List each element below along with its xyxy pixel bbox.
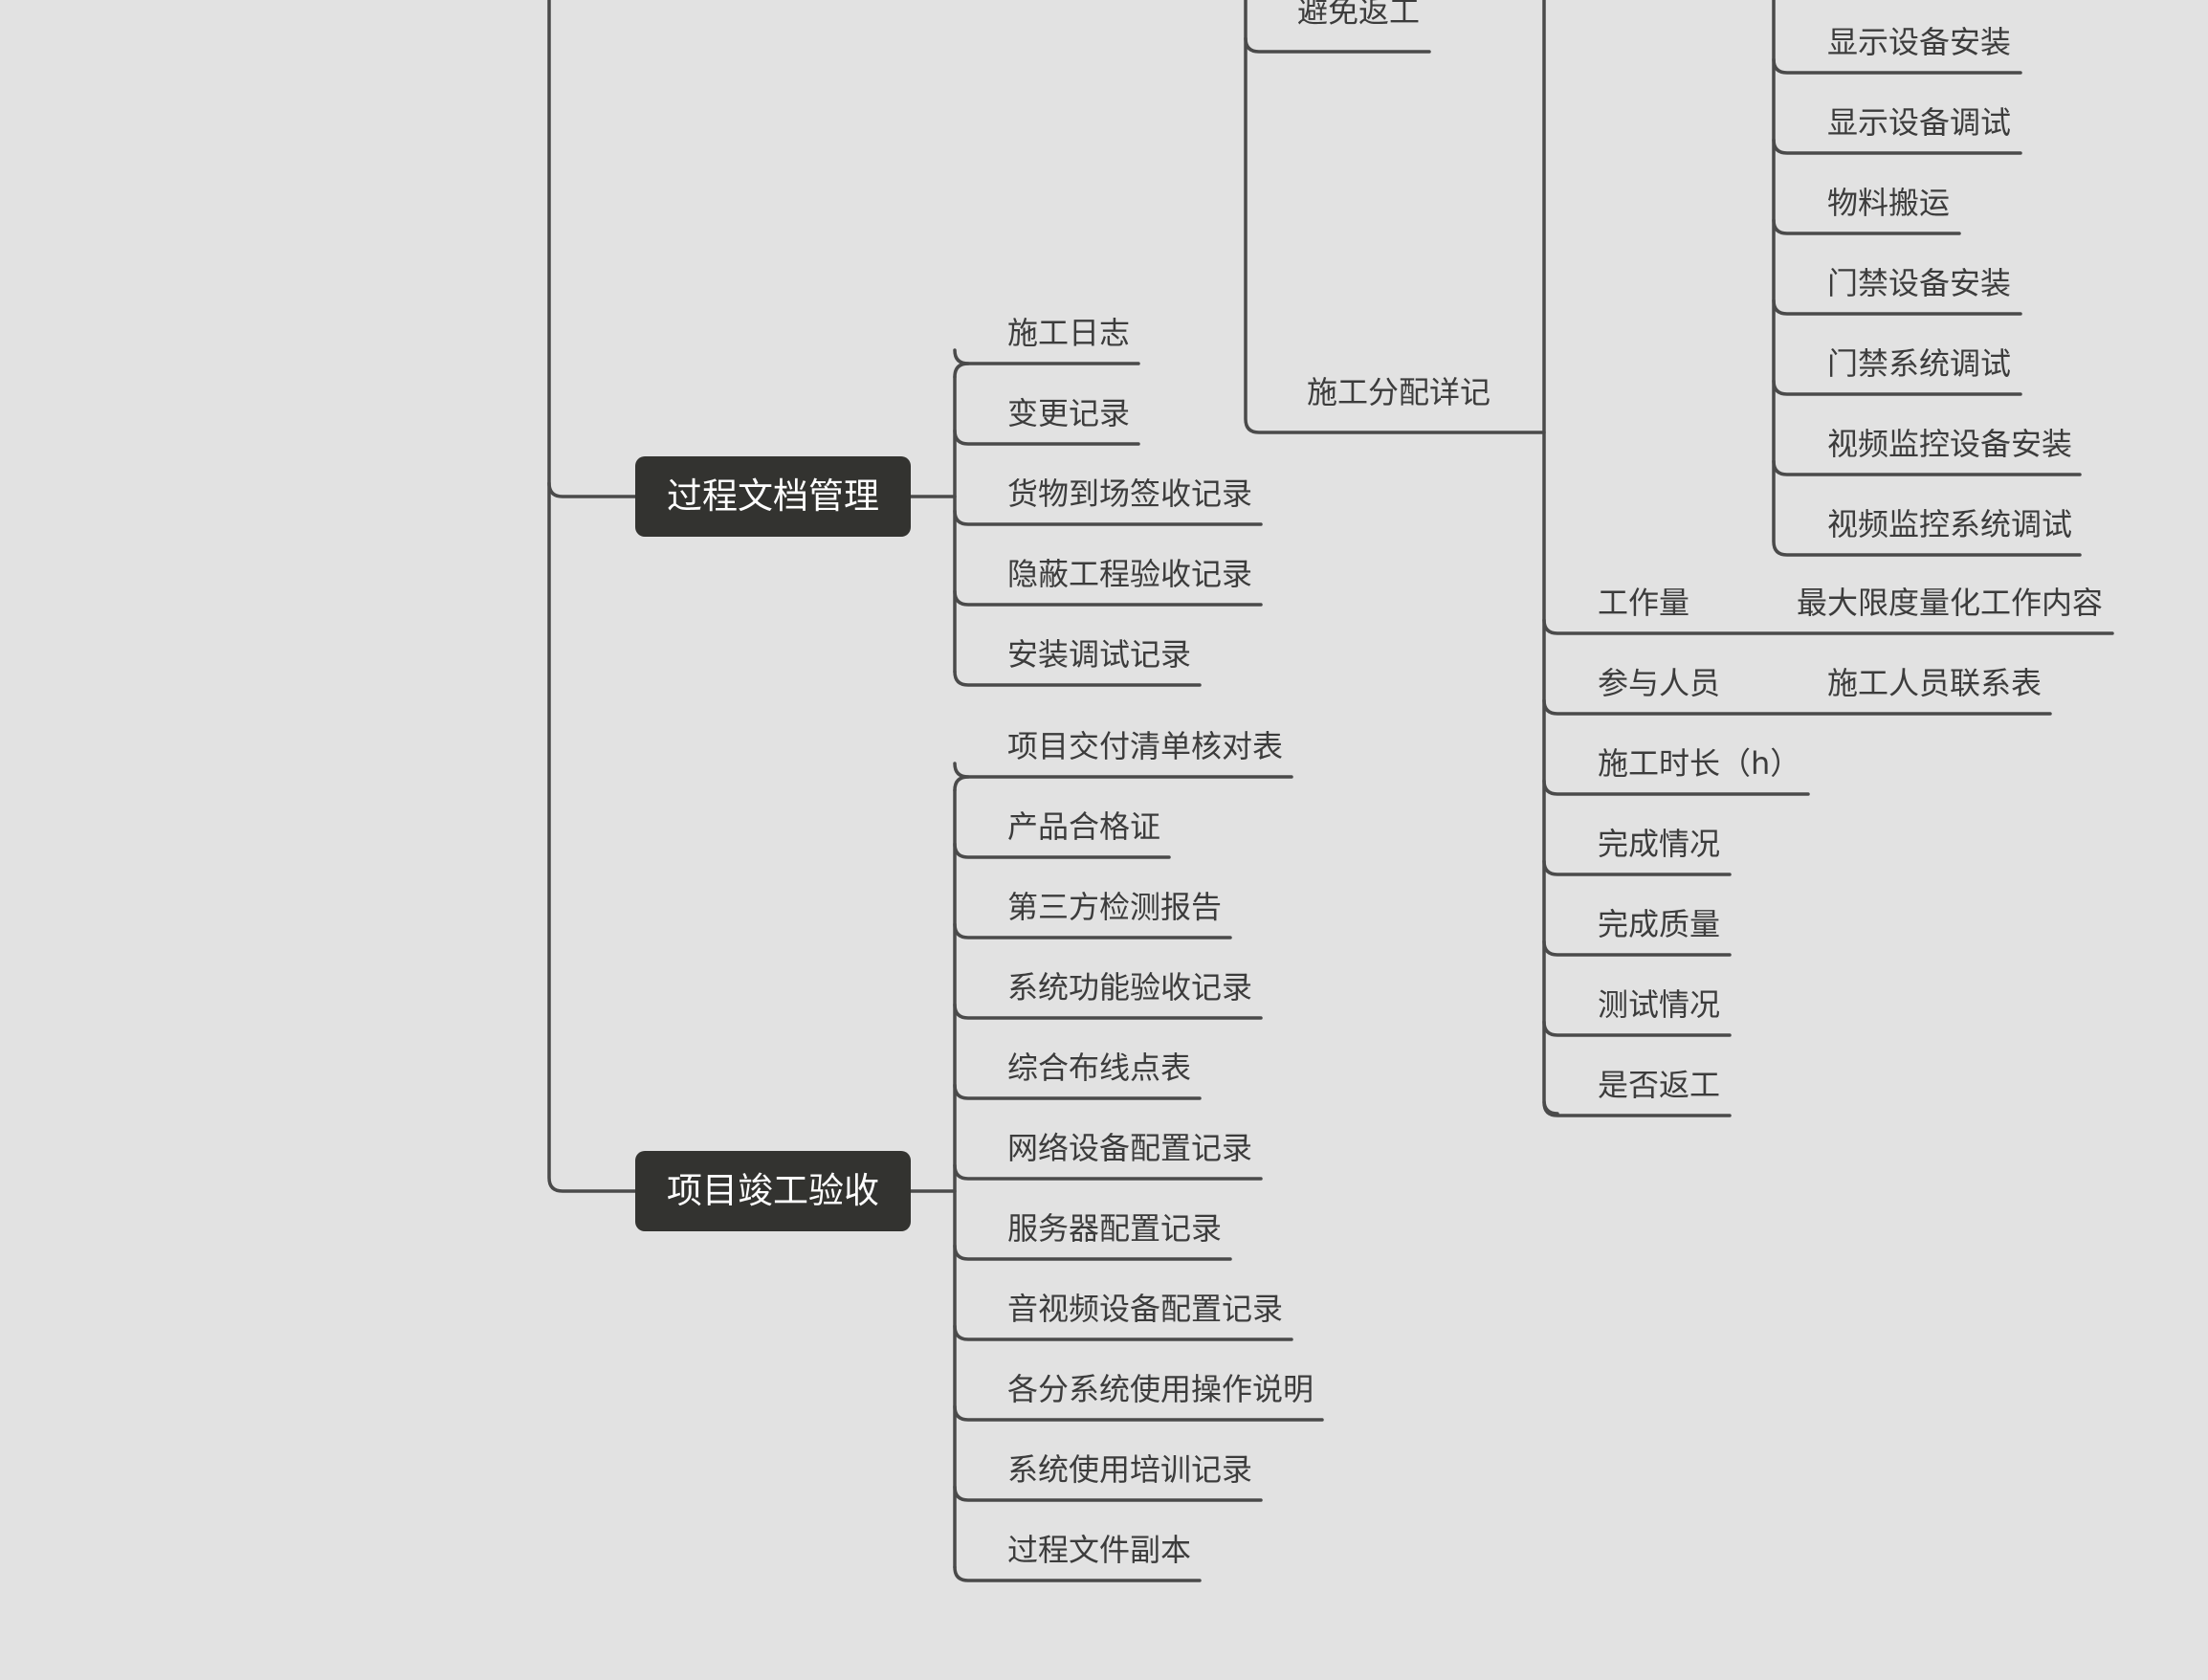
connector-line <box>1772 138 2022 155</box>
allocation-line <box>1244 36 1546 434</box>
task-item[interactable]: 门禁系统调试 <box>1827 345 2012 382</box>
task-item[interactable]: 视频监控系统调试 <box>1827 506 2073 542</box>
allocation-field[interactable]: 测试情况 <box>1598 986 1721 1023</box>
completion-item[interactable]: 音视频设备配置记录 <box>1007 1291 1284 1327</box>
completion-item[interactable]: 第三方检测报告 <box>1007 889 1223 925</box>
completion-spine-cap <box>953 775 970 792</box>
connector-line <box>953 1083 1202 1100</box>
connector-line <box>1772 379 2022 396</box>
task-item[interactable]: 物料搬运 <box>1827 185 1951 221</box>
connector-line <box>953 589 1263 607</box>
connector-line <box>1542 618 2114 635</box>
connector-line <box>1772 540 2082 557</box>
connector-line <box>953 1324 1293 1341</box>
completion-item[interactable]: 项目交付清单核对表 <box>1007 728 1284 764</box>
allocation-field[interactable]: 施工时长（h） <box>1598 745 1801 782</box>
docs-spine-cap <box>953 362 970 379</box>
connector-line <box>953 1485 1263 1502</box>
completion-item[interactable]: 综合布线点表 <box>1007 1050 1192 1086</box>
connector-line <box>1542 1020 1732 1037</box>
main-spine-lower <box>547 481 637 1193</box>
connector-line <box>953 1003 1263 1020</box>
avoid-rework-node[interactable]: 避免返工 <box>1297 0 1421 30</box>
connector-line <box>953 348 1140 365</box>
connector-line <box>1772 459 2082 476</box>
main-spine <box>547 0 637 498</box>
topic-process-docs[interactable]: 过程文档管理 <box>635 456 911 537</box>
process-doc-item[interactable]: 隐蔽工程验收记录 <box>1007 556 1253 592</box>
completion-item[interactable]: 网络设备配置记录 <box>1007 1130 1253 1166</box>
process-doc-item[interactable]: 安装调试记录 <box>1007 636 1192 673</box>
connector-line <box>1542 859 1732 876</box>
allocation-field[interactable]: 参与人员 <box>1598 665 1721 701</box>
connector-line <box>953 1163 1263 1181</box>
connector-line <box>953 762 1293 779</box>
connector-line <box>1542 779 1810 796</box>
connector-line <box>1772 57 2022 75</box>
connector-line <box>953 1565 1202 1582</box>
task-item[interactable]: 门禁设备安装 <box>1827 265 2012 301</box>
task-item[interactable]: 显示设备安装 <box>1827 24 2012 60</box>
process-doc-item[interactable]: 施工日志 <box>1007 315 1131 351</box>
connector-line <box>953 509 1263 526</box>
completion-item[interactable]: 服务器配置记录 <box>1007 1210 1223 1247</box>
allocation-field[interactable]: 是否返工 <box>1598 1067 1721 1103</box>
process-doc-item[interactable]: 货物到场签收记录 <box>1007 475 1253 512</box>
connector-line <box>953 670 1202 687</box>
allocation-field-detail[interactable]: 最大限度量化工作内容 <box>1797 585 2104 621</box>
connector-line <box>953 842 1171 859</box>
connector-line <box>953 1244 1232 1261</box>
completion-item[interactable]: 各分系统使用操作说明 <box>1007 1371 1314 1407</box>
completion-item[interactable]: 系统功能验收记录 <box>1007 969 1253 1006</box>
completion-item[interactable]: 产品合格证 <box>1007 808 1161 845</box>
allocation-field-detail[interactable]: 施工人员联系表 <box>1827 665 2042 701</box>
connector-line <box>1542 1100 1732 1117</box>
connector-line <box>1542 698 2052 716</box>
allocation-field[interactable]: 完成情况 <box>1598 826 1721 862</box>
allocation-field[interactable]: 完成质量 <box>1598 906 1721 942</box>
connector-line <box>953 1404 1324 1422</box>
allocation-detail-node[interactable]: 施工分配详记 <box>1307 374 1491 410</box>
connector-line <box>1772 218 1961 235</box>
task-item[interactable]: 视频监控设备安装 <box>1827 426 2073 462</box>
completion-item[interactable]: 过程文件副本 <box>1007 1532 1192 1568</box>
connector-line <box>953 922 1232 939</box>
completion-item[interactable]: 系统使用培训记录 <box>1007 1451 1253 1488</box>
process-doc-item[interactable]: 变更记录 <box>1007 395 1131 431</box>
task-item[interactable]: 显示设备调试 <box>1827 104 2012 141</box>
topic-completion-acceptance[interactable]: 项目竣工验收 <box>635 1151 911 1231</box>
connector-line <box>953 429 1140 446</box>
allocation-field[interactable]: 工作量 <box>1598 585 1690 621</box>
connector-line <box>1772 298 2022 316</box>
connector-line <box>1542 939 1732 957</box>
